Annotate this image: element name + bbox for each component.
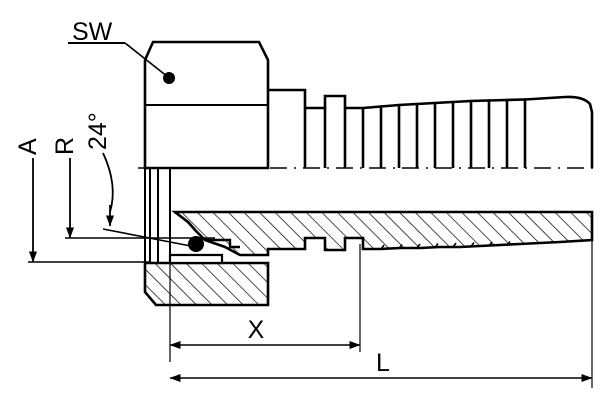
label-l: L — [376, 349, 390, 377]
sw-leader-dot — [163, 72, 175, 84]
angle-leader-dot — [188, 236, 204, 252]
dimension-r: R — [51, 137, 215, 239]
label-r: R — [51, 137, 79, 155]
label-sw: SW — [72, 18, 113, 46]
nipple-collar-upper — [268, 88, 365, 168]
cone-nose-detail — [174, 211, 240, 249]
nut-bore-lines — [144, 168, 171, 263]
dimension-x: X — [169, 244, 361, 362]
dimension-a: A — [14, 138, 150, 263]
barb-underside-serrations — [380, 241, 511, 250]
callout-angle: 24° — [84, 112, 204, 252]
label-angle: 24° — [84, 112, 112, 150]
cone-seat-section — [171, 210, 594, 257]
dimension-l: L — [169, 214, 593, 388]
hose-barbs-upper — [362, 95, 594, 168]
callout-sw: SW — [68, 18, 175, 84]
hex-nut-section — [143, 253, 270, 307]
label-a: A — [14, 138, 42, 155]
hex-nut-upper — [143, 40, 270, 170]
label-x: X — [248, 316, 265, 344]
